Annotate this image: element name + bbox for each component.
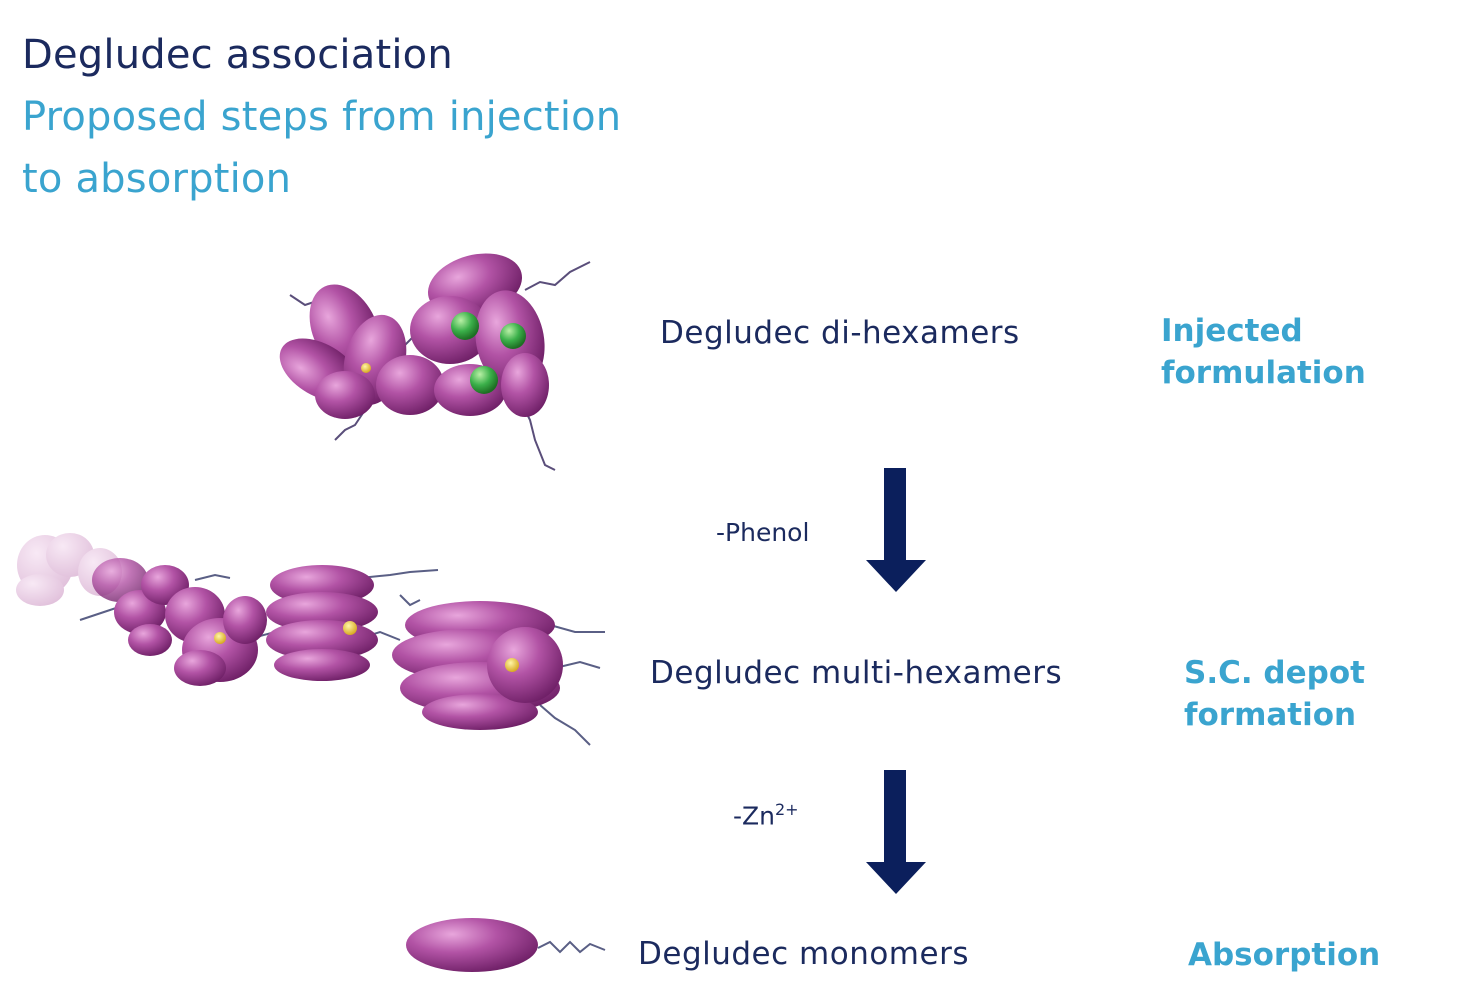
phenol-reagent-label: -Phenol [716, 518, 810, 547]
step-label-line-1: S.C. depot [1184, 655, 1365, 691]
step-label-line-1: Absorption [1188, 937, 1381, 973]
injected-formulation-step: Injected formulation [1161, 310, 1366, 394]
subtitle-line-2: to absorption [22, 156, 292, 202]
step-label-line-2: formulation [1161, 355, 1366, 391]
multi-hexamers-label: Degludec multi-hexamers [650, 655, 1063, 691]
step-label-line-2: formation [1184, 697, 1357, 733]
down-arrow-icon [866, 468, 926, 592]
zinc-reagent-charge: 2+ [775, 800, 799, 819]
di-hexamers-label: Degludec di-hexamers [660, 315, 1020, 351]
zinc-reagent-base: -Zn [733, 801, 775, 831]
down-arrow-icon [866, 770, 926, 894]
slide-title: Degludec association Proposed steps from… [22, 24, 621, 210]
title-line-1: Degludec association [22, 32, 453, 78]
sc-depot-formation-step: S.C. depot formation [1184, 652, 1365, 736]
monomer-illustration [406, 918, 606, 972]
di-hexamer-illustration [279, 253, 591, 471]
monomers-label: Degludec monomers [638, 936, 969, 972]
subtitle-line-1: Proposed steps from injection [22, 94, 622, 140]
absorption-step: Absorption [1188, 934, 1380, 976]
step-label-line-1: Injected [1161, 313, 1303, 349]
multi-hexamer-illustration [16, 533, 605, 746]
zinc-reagent-label: -Zn2+ [733, 800, 799, 830]
